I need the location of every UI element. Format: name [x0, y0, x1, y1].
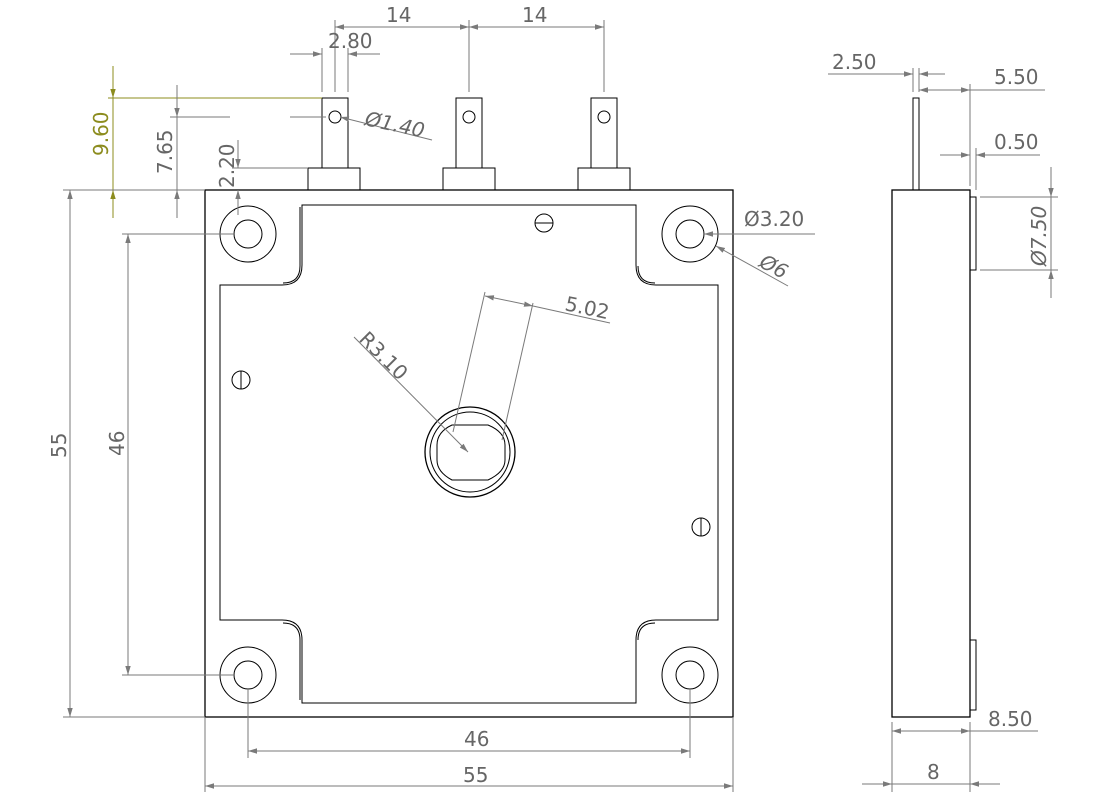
dim-hole-spacing-vertical: 46	[105, 431, 129, 456]
dim-hole-spacing-horizontal: 46	[464, 727, 489, 751]
front-view: 14 14 2.80 Ø1.40 9.60	[47, 3, 815, 792]
screw-right	[691, 517, 711, 537]
dim-shaft-radius: R3.10	[354, 327, 412, 385]
dim-pin-offset: 5.50	[994, 65, 1039, 89]
cover-plate-outline	[219, 204, 719, 704]
pin-right	[577, 97, 631, 191]
cover-plate-inner	[282, 207, 656, 700]
dim-boss-depth: 8.50	[988, 707, 1033, 731]
dim-mount-hole-outer: Ø6	[755, 249, 792, 284]
dim-hole-height: 7.65	[153, 129, 177, 174]
pin-center	[442, 97, 496, 191]
side-boss-top	[969, 196, 977, 271]
side-dimensions: 2.50 5.50 0.50 Ø7.50 8.	[828, 50, 1058, 792]
shaft	[424, 406, 516, 498]
side-pin	[912, 97, 920, 191]
dim-pin-hole: Ø1.40	[362, 106, 427, 142]
dim-body-height: 55	[47, 433, 71, 458]
dim-body-thickness: 8	[927, 760, 940, 784]
dim-mount-hole-inner: Ø3.20	[744, 207, 804, 231]
dim-pin-width: 2.80	[328, 29, 373, 53]
body-outline	[204, 189, 734, 718]
side-boss-bottom	[969, 639, 977, 711]
pin-left	[307, 97, 361, 191]
dim-boss-diameter: Ø7.50	[1027, 206, 1051, 267]
front-dimensions: 14 14 2.80 Ø1.40 9.60	[47, 3, 815, 792]
screw-top	[534, 213, 554, 233]
dim-shaft-flat: 5.02	[563, 291, 612, 324]
side-body	[891, 189, 971, 718]
dim-pin-thickness: 2.50	[832, 50, 877, 74]
dim-body-width: 55	[463, 763, 488, 787]
dim-pin-spacing-left: 14	[386, 3, 411, 27]
screw-left	[231, 370, 251, 390]
dim-overall-pin-height: 9.60	[89, 111, 113, 156]
dim-pin-spacing-right: 14	[522, 3, 547, 27]
dim-pin-gap: 0.50	[994, 130, 1039, 154]
dim-pin-base-height: 2.20	[215, 143, 239, 188]
side-view: 2.50 5.50 0.50 Ø7.50 8.	[828, 50, 1058, 792]
